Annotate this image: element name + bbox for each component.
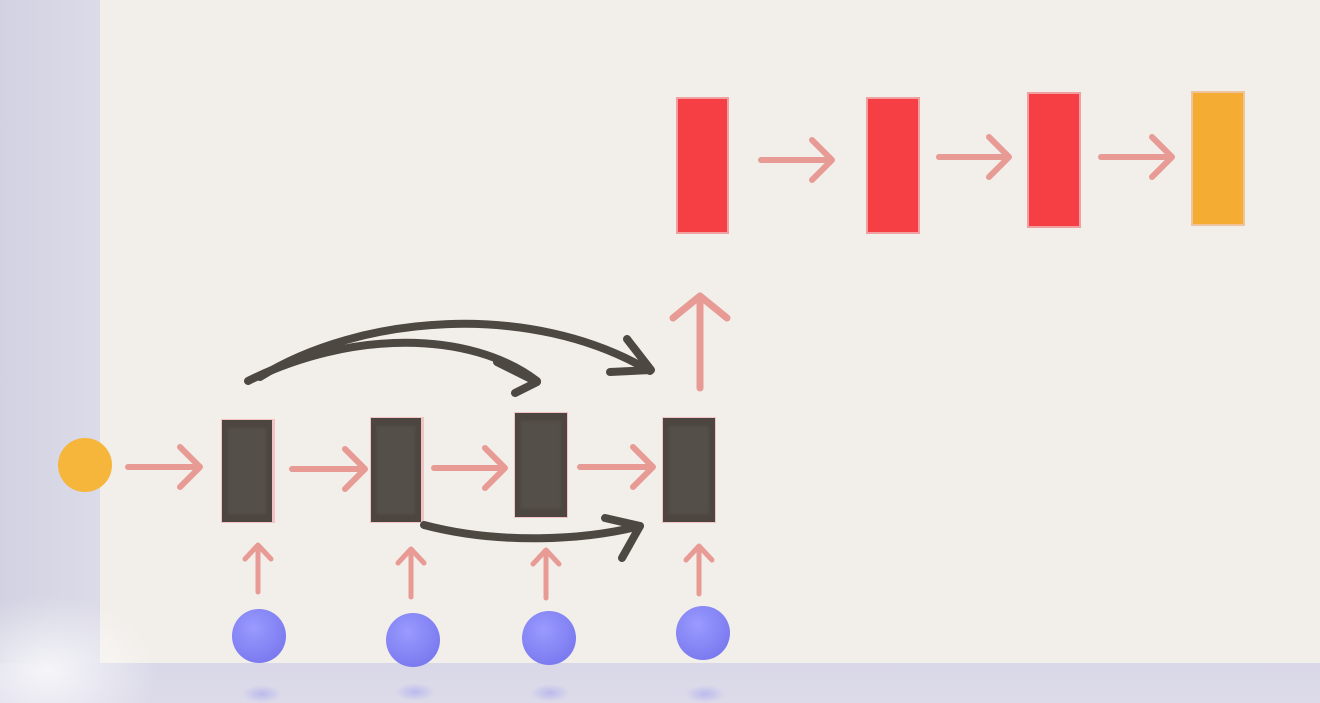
curved-arrow-icon bbox=[420, 514, 644, 562]
decoder-cell bbox=[1027, 92, 1081, 228]
arrow-up-icon bbox=[395, 546, 427, 600]
curved-arrow-icon bbox=[256, 319, 655, 381]
decoder-cell bbox=[676, 97, 729, 234]
curved-arrow-icon bbox=[244, 338, 541, 397]
token-reflection bbox=[530, 684, 570, 702]
floor-glow bbox=[0, 595, 160, 703]
hidden-cell bbox=[221, 419, 275, 523]
arrow-right-icon bbox=[758, 137, 835, 183]
token-reflection bbox=[395, 683, 435, 701]
decoder-cell bbox=[866, 97, 920, 234]
arrow-up-icon bbox=[683, 543, 715, 597]
arrow-right-icon bbox=[1098, 134, 1175, 180]
arrow-up-icon bbox=[669, 292, 731, 392]
arrow-right-icon bbox=[289, 446, 368, 492]
input-token bbox=[522, 611, 576, 665]
token-reflection bbox=[685, 685, 725, 703]
token-reflection bbox=[242, 685, 282, 703]
arrow-right-icon bbox=[431, 445, 508, 491]
arrow-up-icon bbox=[242, 542, 274, 595]
hidden-cell bbox=[370, 417, 424, 523]
input-token bbox=[232, 609, 286, 663]
left-wall bbox=[0, 0, 100, 703]
floor bbox=[0, 663, 1320, 703]
hidden-cell bbox=[662, 417, 716, 523]
arrow-right-icon bbox=[577, 444, 656, 490]
initial-state-node bbox=[58, 438, 112, 492]
output-cell bbox=[1191, 91, 1245, 226]
arrow-right-icon bbox=[125, 444, 203, 490]
arrow-right-icon bbox=[936, 134, 1012, 180]
hidden-cell bbox=[514, 412, 568, 518]
input-token bbox=[386, 613, 440, 667]
arrow-up-icon bbox=[530, 547, 562, 601]
input-token bbox=[676, 606, 730, 660]
